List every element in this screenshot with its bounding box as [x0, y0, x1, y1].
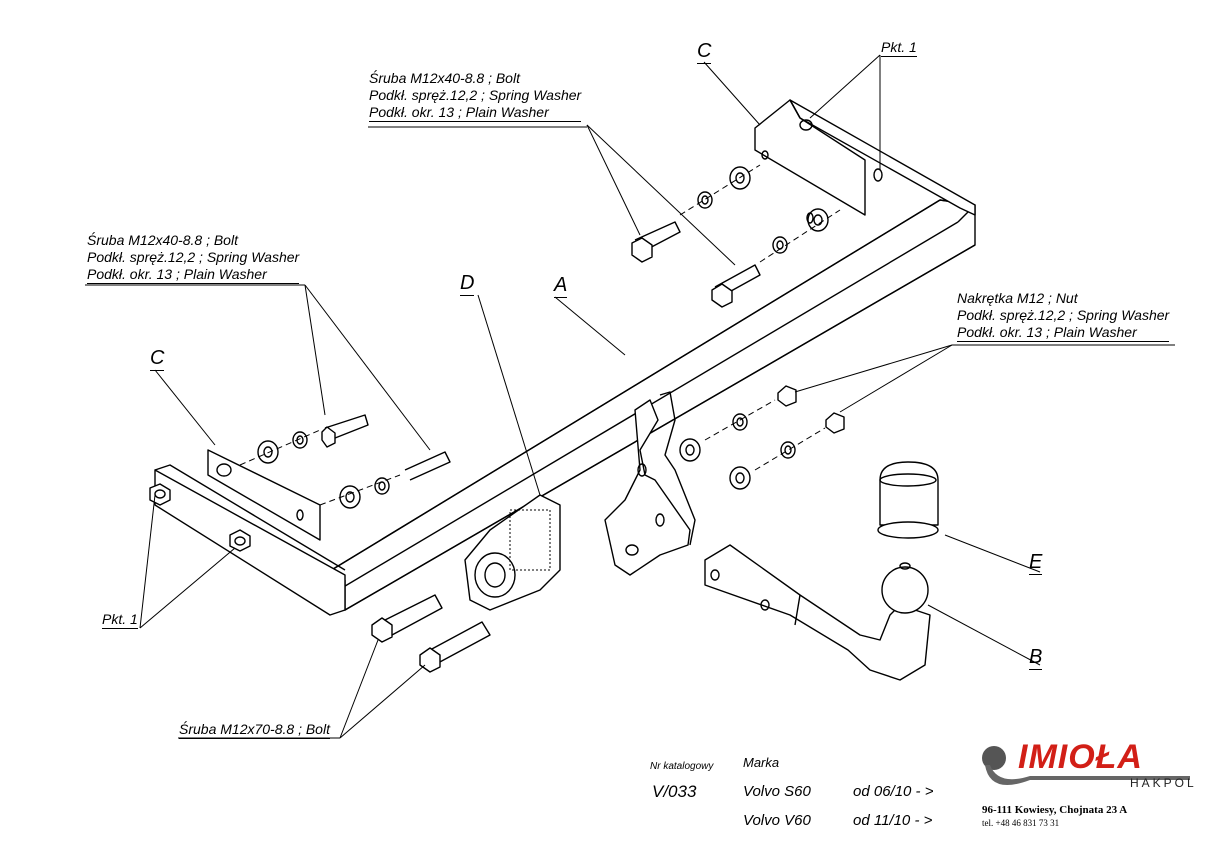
header-brand: Marka — [743, 755, 780, 770]
part-letter-b: B — [1029, 646, 1043, 670]
part-letter-c-top: C — [697, 40, 712, 64]
callout-bolt-top: Śruba M12x40-8.8 ; Bolt Podkł. spręż.12,… — [369, 70, 582, 122]
left-bolt-set — [239, 414, 451, 509]
leader-lines — [85, 54, 1175, 739]
date-row-1: od 06/10 - > — [853, 783, 934, 800]
part-letter-e: E — [1029, 551, 1043, 575]
right-nut-set — [679, 385, 845, 490]
left-bracket-nuts — [149, 483, 251, 552]
company-logo-mark — [982, 746, 1190, 785]
part-letter-a: A — [554, 274, 568, 298]
bottom-bolt-set — [371, 594, 491, 673]
callout-bolt-left: Śruba M12x40-8.8 ; Bolt Podkł. spręż.12,… — [87, 232, 300, 284]
callout-pkt-top: Pkt. 1 — [881, 39, 917, 57]
company-sub: HAKPOL — [1130, 776, 1197, 790]
top-bolt-set — [631, 164, 841, 308]
socket-plate-d — [464, 494, 561, 611]
part-letter-c-left: C — [150, 347, 165, 371]
bracket-c-left — [154, 449, 346, 616]
callout-nut-right: Nakrętka M12 ; Nut Podkł. spręż.12,2 ; S… — [957, 290, 1170, 342]
header-catalog-number: Nr katalogowy — [650, 761, 714, 772]
date-row-2: od 11/10 - > — [853, 812, 933, 829]
bracket-c-right — [754, 99, 976, 224]
callout-pkt-left: Pkt. 1 — [102, 611, 138, 629]
company-phone: tel. +48 46 831 73 31 — [982, 818, 1060, 828]
company-logo: IMIOŁA — [1018, 738, 1143, 776]
ball-cap-e — [877, 461, 939, 539]
center-mounting-plate — [604, 391, 696, 576]
company-address: 96-111 Kowiesy, Chojnata 23 A — [982, 804, 1128, 816]
towball-arm-b — [704, 544, 931, 681]
model-row-1: Volvo S60 — [743, 783, 811, 800]
part-letter-d: D — [460, 272, 475, 296]
callout-bolt-bottom: Śruba M12x70-8.8 ; Bolt — [179, 721, 330, 739]
model-row-2: Volvo V60 — [743, 812, 811, 829]
catalog-number: V/033 — [652, 782, 697, 801]
